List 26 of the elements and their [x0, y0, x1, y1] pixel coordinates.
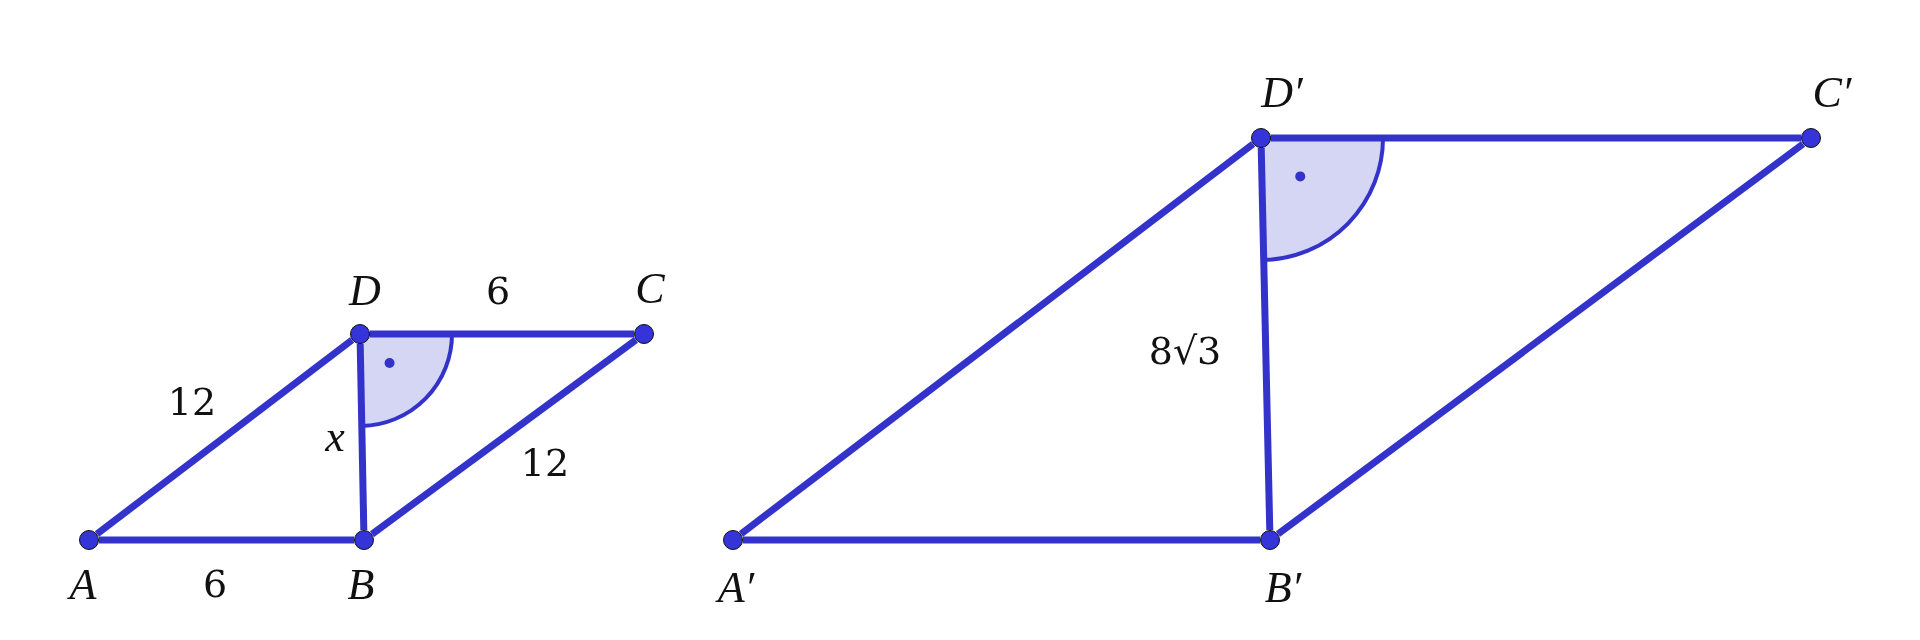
- point-label: D: [349, 269, 381, 313]
- point-label: B′: [1264, 566, 1302, 610]
- point-dot: [354, 530, 374, 550]
- line-segment: [94, 337, 355, 537]
- line-segment: [1275, 141, 1806, 537]
- point-dot: [1260, 530, 1280, 550]
- point-label: A: [69, 563, 97, 607]
- point-label: A′: [717, 566, 755, 610]
- point-dot: [350, 324, 370, 344]
- line-segment: [370, 330, 634, 338]
- point-label: C: [635, 267, 665, 311]
- line-segment: [356, 343, 368, 531]
- point-label: C′: [1812, 71, 1852, 115]
- line-segment: [738, 141, 1256, 537]
- point-label: D′: [1261, 71, 1303, 115]
- line-segment: [1271, 134, 1801, 142]
- line-segment: [370, 337, 639, 537]
- point-dot: [723, 530, 743, 550]
- point-dot: [1801, 128, 1821, 148]
- point-label: B: [347, 563, 375, 607]
- line-segment: [1257, 147, 1274, 531]
- line-segment: [743, 536, 1260, 544]
- point-dot: [1251, 128, 1271, 148]
- point-dot: [634, 324, 654, 344]
- line-segment: [99, 536, 354, 544]
- point-dot: [79, 530, 99, 550]
